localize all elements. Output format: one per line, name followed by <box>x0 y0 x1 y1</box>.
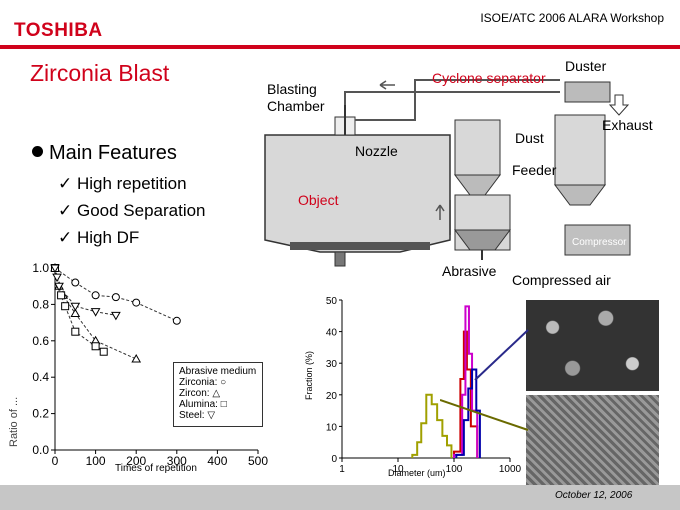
check-icon: ✓ <box>58 228 77 247</box>
y-tick-label: 0.2 <box>32 407 49 421</box>
data-point-square <box>62 303 69 310</box>
data-point-triangle-down <box>53 274 61 281</box>
data-point-triangle <box>132 355 140 362</box>
x-tick-label: 500 <box>248 454 268 468</box>
main-features-heading: Main Features <box>32 142 177 165</box>
main-features-label: Main Features <box>49 142 177 164</box>
data-point-square <box>58 292 65 299</box>
footer-date: October 12, 2006 <box>555 490 632 501</box>
chart-legend: Abrasive medium Zirconia: ○ Zircon: △ Al… <box>173 362 263 427</box>
y-tick-label: 0.6 <box>32 334 49 348</box>
y-axis-label: Ratio of ... <box>8 397 20 447</box>
blasting-chamber-label: Blasting Chamber <box>267 81 342 115</box>
x-tick-label: 0 <box>52 454 59 468</box>
workshop-title: ISOE/ATC 2006 ALARA Workshop <box>480 11 664 25</box>
chamber-outlet <box>335 252 345 266</box>
x-tick-label: 1000 <box>499 464 522 475</box>
y-tick-label: 40 <box>326 328 338 339</box>
feature-label: High DF <box>77 228 139 247</box>
feature-label: Good Separation <box>77 201 206 220</box>
object-label: Object <box>298 192 338 208</box>
y-tick-label: 30 <box>326 359 338 370</box>
connector-lines <box>440 300 540 440</box>
x-tick-label: 300 <box>167 454 187 468</box>
object-plate <box>290 242 430 250</box>
y-tick-label: 0 <box>331 454 337 465</box>
feature-item: ✓ Good Separation <box>58 201 206 221</box>
legend-title: Abrasive medium <box>179 366 257 377</box>
check-icon: ✓ <box>58 174 77 193</box>
y-tick-label: 10 <box>326 422 338 433</box>
x-tick-label: 1 <box>339 464 345 475</box>
x-tick-label: 200 <box>126 454 146 468</box>
zirconia-beads-photo <box>526 300 659 391</box>
cyclone-separator-label: Cyclone separator <box>432 70 546 86</box>
x-tick-label: 400 <box>207 454 227 468</box>
duster-shape <box>555 115 605 185</box>
check-icon: ✓ <box>58 201 77 220</box>
duster-label: Duster <box>565 58 606 74</box>
dust-label: Dust <box>515 130 544 146</box>
data-point-square <box>100 348 107 355</box>
x-tick-label: 10 <box>392 464 404 475</box>
data-point-circle <box>72 279 79 286</box>
data-point-circle <box>133 299 140 306</box>
nozzle-label: Nozzle <box>355 143 398 159</box>
bullet-dot-icon <box>32 146 43 157</box>
y-tick-label: 50 <box>326 296 338 307</box>
exhaust-fan-shape <box>565 82 610 102</box>
cyclone-separator-shape <box>455 120 500 175</box>
data-point-triangle-down <box>92 309 100 316</box>
data-point-circle <box>92 292 99 299</box>
data-point-triangle-down <box>112 312 120 319</box>
slide-title: Zirconia Blast <box>30 60 169 87</box>
feature-label: High repetition <box>77 174 187 193</box>
toshiba-logo: TOSHIBA <box>14 20 103 42</box>
legend-item: Zircon: △ <box>179 388 257 399</box>
data-point-square <box>92 343 99 350</box>
y-tick-label: 0.0 <box>32 443 49 457</box>
data-point-circle <box>112 294 119 301</box>
flow-arrow-icon <box>380 81 395 89</box>
exhaust-label: Exhaust <box>602 117 653 133</box>
data-point-square <box>72 328 79 335</box>
compressor-label: Compressor <box>572 237 626 248</box>
abrasive-surface-photo <box>526 395 659 486</box>
legend-item: Alumina: □ <box>179 399 257 410</box>
y-tick-label: 0.4 <box>32 370 49 384</box>
feature-item: ✓ High DF <box>58 228 139 248</box>
header-divider <box>0 45 680 49</box>
y-tick-label: 20 <box>326 391 338 402</box>
x-tick-label: 100 <box>446 464 463 475</box>
feeder-label: Feeder <box>512 162 556 178</box>
abrasive-label: Abrasive <box>442 263 496 279</box>
compressed-air-label: Compressed air <box>512 272 611 288</box>
data-point-circle <box>173 317 180 324</box>
x-tick-label: 100 <box>86 454 106 468</box>
legend-item: Steel: ▽ <box>179 410 257 421</box>
y-tick-label: 1.0 <box>32 261 49 275</box>
y-axis-label: Fraction (%) <box>304 351 314 400</box>
y-tick-label: 0.8 <box>32 297 49 311</box>
feature-item: ✓ High repetition <box>58 174 187 194</box>
pipe-to-cyclone <box>355 80 560 120</box>
legend-item: Zirconia: ○ <box>179 377 257 388</box>
